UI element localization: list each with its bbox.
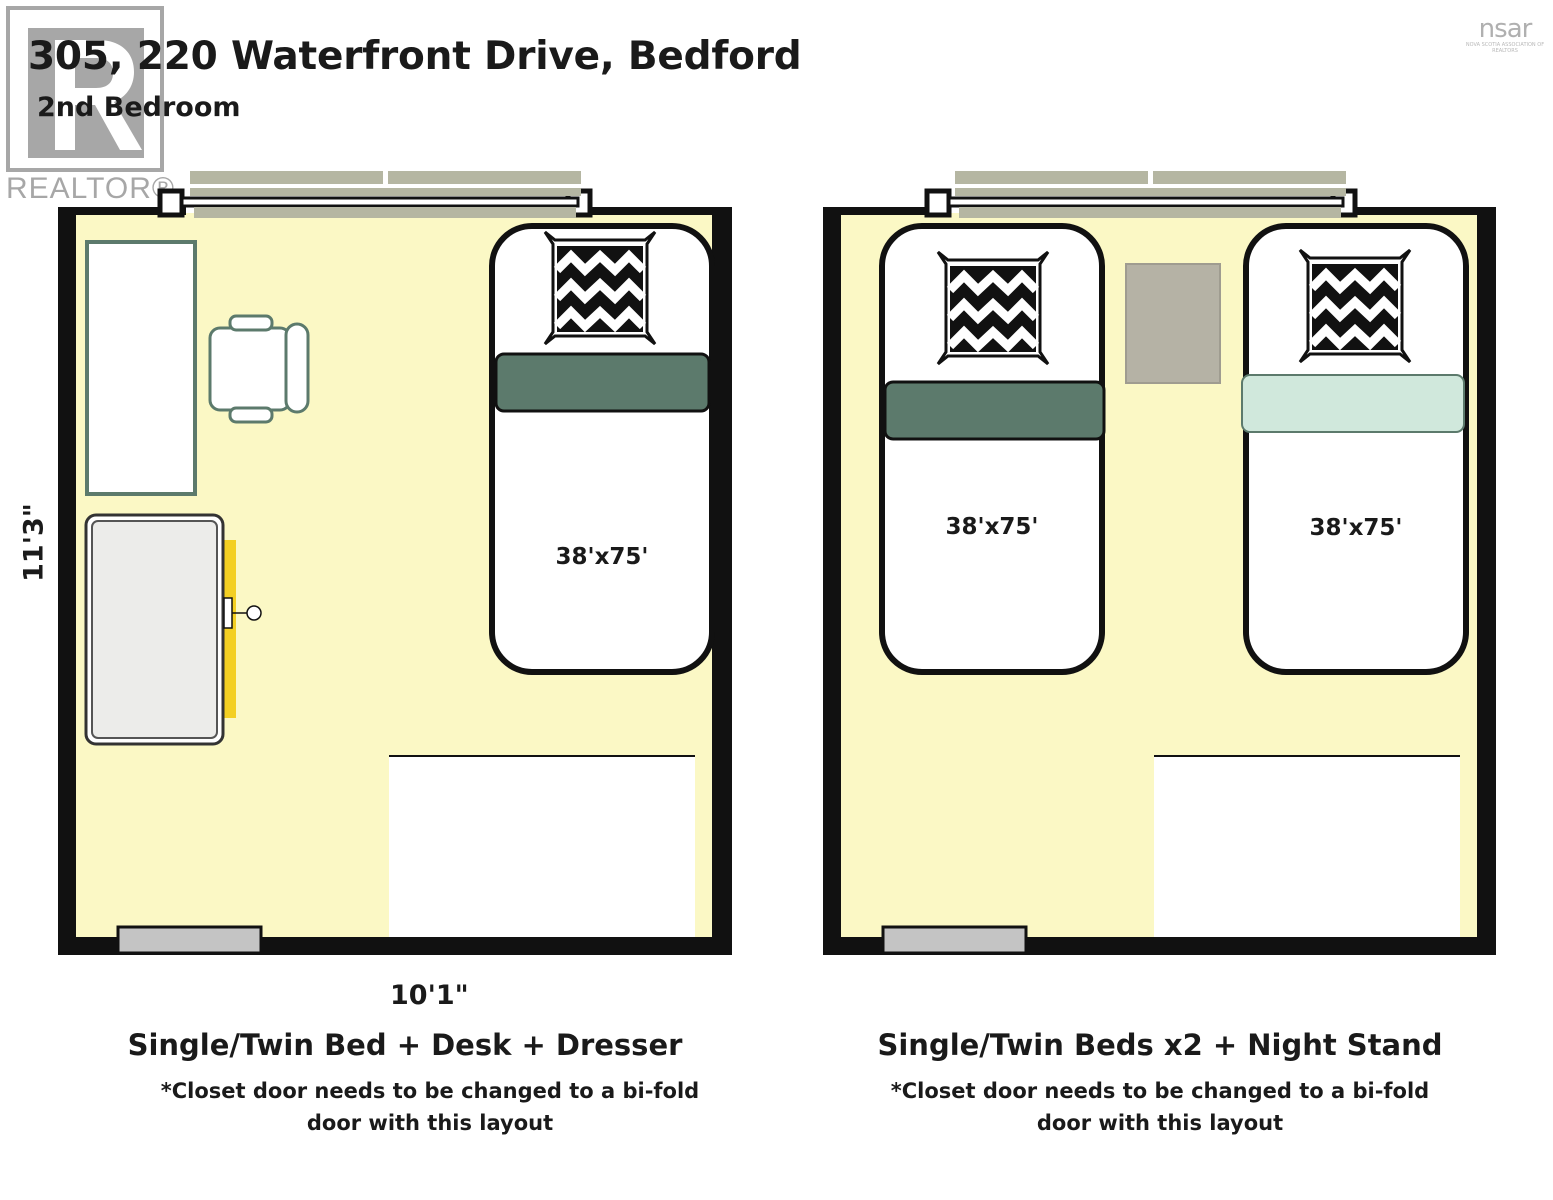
left-bed xyxy=(489,223,715,675)
left-window-pane-1 xyxy=(190,171,383,184)
right-window-pane-2 xyxy=(1153,171,1346,184)
height-dimension: 11'3" xyxy=(18,503,50,582)
left-wall-right xyxy=(712,207,732,955)
right-closet xyxy=(1154,756,1460,937)
left-window-pane-3 xyxy=(190,188,581,196)
left-window-post-l xyxy=(157,188,185,218)
page-title: 305, 220 Waterfront Drive, Bedford xyxy=(28,34,802,79)
note-line: *Closet door needs to be changed to a bi… xyxy=(890,1079,1430,1103)
bed-size-label: 38'x75' xyxy=(1309,515,1403,541)
right-wall-left xyxy=(823,207,841,955)
realtor-logo: REALTOR® xyxy=(0,0,185,215)
left-wall-top-b xyxy=(590,207,720,215)
right-bed-2 xyxy=(1241,223,1469,675)
bed-size-label: 38'x75' xyxy=(945,514,1039,540)
layout-note-right: *Closet door needs to be changed to a bi… xyxy=(870,1075,1450,1139)
layout-caption-right: Single/Twin Beds x2 + Night Stand xyxy=(877,1028,1443,1062)
realtor-logo-text: REALTOR® xyxy=(6,172,176,205)
right-window-glass xyxy=(959,207,1341,218)
right-wall-top-b xyxy=(1355,207,1485,215)
left-wall-top-a xyxy=(58,207,186,215)
nsar-logo: nsar NOVA SCOTIA ASSOCIATION OF REALTORS xyxy=(1460,10,1550,58)
note-line: door with this layout xyxy=(1036,1111,1284,1135)
left-window-glass xyxy=(194,207,576,218)
left-dresser xyxy=(85,240,197,496)
right-window-sill xyxy=(947,196,1345,208)
note-line: *Closet door needs to be changed to a bi… xyxy=(160,1079,700,1103)
right-door xyxy=(881,925,1028,955)
right-bed-1 xyxy=(879,223,1106,675)
left-room xyxy=(58,171,732,955)
right-window-post-l xyxy=(924,188,952,218)
left-door xyxy=(116,925,263,955)
left-closet xyxy=(389,756,695,937)
left-wall-left xyxy=(58,210,76,955)
room-name: 2nd Bedroom xyxy=(37,92,241,123)
right-wall-top-a xyxy=(823,207,951,215)
left-window-sill xyxy=(180,196,580,208)
layout-caption-left: Single/Twin Bed + Desk + Dresser xyxy=(127,1028,683,1062)
right-room xyxy=(823,171,1496,955)
right-window-pane-3 xyxy=(955,188,1346,196)
left-window-pane-2 xyxy=(388,171,581,184)
nsar-logo-text: nsar xyxy=(1478,14,1533,44)
bed-size-label: 38'x75' xyxy=(555,544,649,570)
note-line: door with this layout xyxy=(306,1111,554,1135)
left-desk xyxy=(84,513,262,746)
width-dimension: 10'1" xyxy=(390,980,469,1011)
layout-note-left: *Closet door needs to be changed to a bi… xyxy=(140,1075,720,1139)
night-stand xyxy=(1125,263,1221,384)
right-window-pane-1 xyxy=(955,171,1148,184)
left-chair xyxy=(208,314,310,424)
nsar-logo-subtext: NOVA SCOTIA ASSOCIATION OF REALTORS xyxy=(1465,42,1545,54)
right-wall-right xyxy=(1477,207,1496,955)
